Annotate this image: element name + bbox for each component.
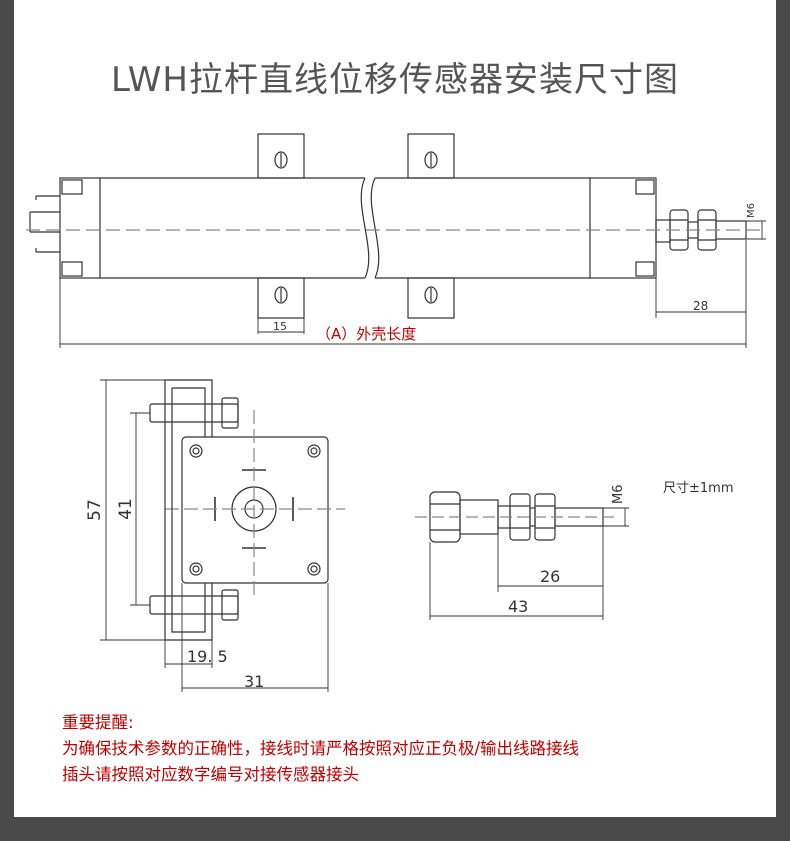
top-view-dimensions: [59, 220, 766, 348]
bracket-screw-bottom: [149, 595, 239, 615]
mount-bracket-top-left: [257, 133, 305, 179]
mount-bracket-top-right: [407, 133, 455, 179]
body-tube-right: [375, 177, 590, 279]
end-cap-corner: [635, 261, 655, 277]
dim-end-31: 31: [244, 672, 264, 691]
mount-bracket-bottom-right: [407, 277, 455, 319]
end-view-dimensions: [100, 379, 329, 692]
end-view: [100, 379, 345, 692]
rod-collar: [655, 219, 671, 243]
end-cap-corner: [61, 261, 83, 277]
right-frame-border: [776, 0, 790, 841]
end-cap-corner: [635, 179, 655, 195]
label-housing-length: （A）外壳长度: [316, 325, 416, 343]
bracket-screw-top: [149, 403, 239, 423]
rod-view: [415, 491, 629, 620]
connector-pins: [29, 195, 60, 253]
end-plate: [181, 436, 329, 584]
rod-view-dimensions: [429, 507, 629, 620]
important-notes: 重要提醒: 为确保技术参数的正确性，接线时请严格按照对应正负极/输出线路接线 插…: [62, 710, 762, 788]
dim-top-thread: M6: [746, 203, 757, 218]
left-frame-border: [0, 0, 14, 841]
dim-top-28: 28: [693, 299, 708, 313]
break-line-left: [360, 177, 370, 279]
dim-top-15: 15: [273, 320, 287, 333]
page-title: LWH拉杆直线位移传感器安装尺寸图: [110, 60, 679, 100]
notes-line-1: 为确保技术参数的正确性，接线时请严格按照对应正负极/输出线路接线: [62, 739, 580, 758]
end-cap-corner: [61, 179, 83, 195]
bracket-profile: [164, 379, 213, 641]
dim-rod-43: 43: [508, 597, 528, 616]
notes-heading: 重要提醒:: [62, 713, 134, 732]
left-end-cap: [59, 177, 101, 279]
body-tube-left: [100, 177, 365, 279]
bottom-frame-border: [0, 817, 790, 841]
dim-end-41: 41: [116, 498, 136, 520]
dim-end-57: 57: [85, 499, 105, 521]
break-line-right: [370, 177, 380, 279]
dim-end-19-5: 19. 5: [187, 647, 228, 666]
top-view: [26, 133, 766, 348]
dim-rod-26: 26: [540, 567, 560, 586]
tolerance-note: 尺寸±1mm: [663, 481, 734, 496]
dim-rod-thread: M6: [611, 485, 626, 505]
notes-line-2: 插头请按照对应数字编号对接传感器接头: [62, 765, 359, 784]
right-end-cap: [589, 177, 657, 279]
mount-bracket-bottom-left: [257, 277, 305, 319]
